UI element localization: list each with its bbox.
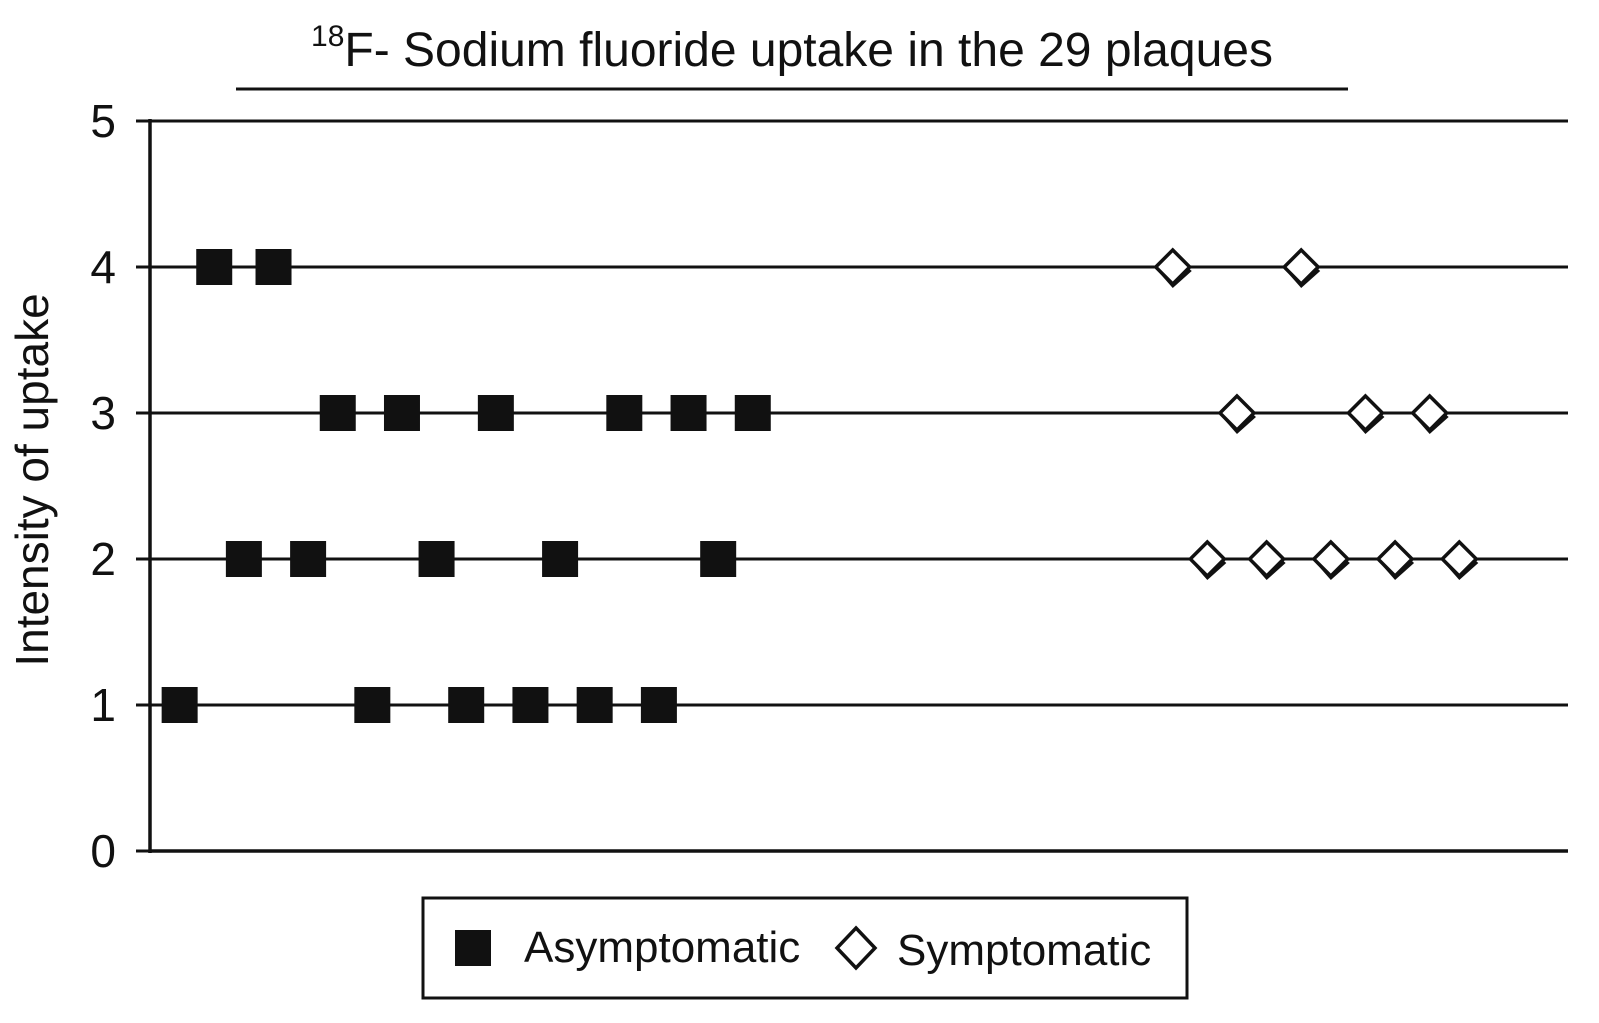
point-asymptomatic-3: [448, 687, 485, 723]
point-asymptomatic-17: [734, 395, 771, 431]
series-asymptomatic: [161, 249, 771, 723]
point-asymptomatic-14: [477, 395, 514, 431]
point-asymptomatic-19: [255, 249, 292, 285]
point-asymptomatic-8: [290, 541, 327, 577]
y-tick-labels: 0 1 2 3 4 5: [90, 95, 150, 877]
chart-title-superscript: 18: [311, 20, 344, 53]
point-asymptomatic-1: [161, 687, 198, 723]
point-symptomatic-8: [1410, 393, 1450, 433]
point-asymptomatic-7: [225, 541, 262, 577]
chart-title: 18F- Sodium fluoride uptake in the 29 pl…: [311, 20, 1273, 77]
y-tick-label-1: 1: [90, 679, 116, 731]
legend: Asymptomatic Symptomatic: [421, 896, 1189, 1000]
point-symptomatic-4: [1375, 539, 1415, 579]
point-symptomatic-10: [1281, 247, 1321, 287]
y-tick-label-3: 3: [90, 387, 116, 439]
point-symptomatic-9: [1153, 247, 1193, 287]
point-asymptomatic-5: [576, 687, 613, 723]
legend-asymptomatic-label: Asymptomatic: [524, 923, 800, 972]
y-tick-label-5: 5: [90, 95, 116, 147]
point-symptomatic-1: [1187, 539, 1227, 579]
chart-title-text: F- Sodium fluoride uptake in the 29 plaq…: [344, 24, 1273, 77]
y-tick-label-2: 2: [90, 533, 116, 585]
legend-symptomatic-label: Symptomatic: [897, 926, 1151, 975]
point-symptomatic-2: [1247, 539, 1287, 579]
point-asymptomatic-16: [670, 395, 707, 431]
point-asymptomatic-9: [418, 541, 455, 577]
point-symptomatic-7: [1345, 393, 1385, 433]
axes: [148, 119, 1568, 853]
point-symptomatic-6: [1217, 393, 1257, 433]
point-symptomatic-3: [1311, 539, 1351, 579]
y-tick-label-0: 0: [90, 825, 116, 877]
y-tick-label-4: 4: [90, 241, 116, 293]
point-asymptomatic-11: [700, 541, 737, 577]
point-asymptomatic-2: [354, 687, 391, 723]
y-axis-label: Intensity of uptake: [6, 293, 58, 666]
point-asymptomatic-18: [196, 249, 233, 285]
point-asymptomatic-6: [640, 687, 677, 723]
point-asymptomatic-4: [512, 687, 549, 723]
point-asymptomatic-10: [542, 541, 579, 577]
legend-symptomatic-marker-icon: [834, 925, 878, 971]
point-asymptomatic-12: [319, 395, 356, 431]
legend-asymptomatic-marker-icon: [455, 930, 491, 966]
legend-box: [421, 896, 1189, 1000]
series-symptomatic: [1153, 247, 1479, 580]
point-asymptomatic-13: [383, 395, 420, 431]
point-symptomatic-5: [1439, 539, 1479, 579]
point-asymptomatic-15: [606, 395, 643, 431]
